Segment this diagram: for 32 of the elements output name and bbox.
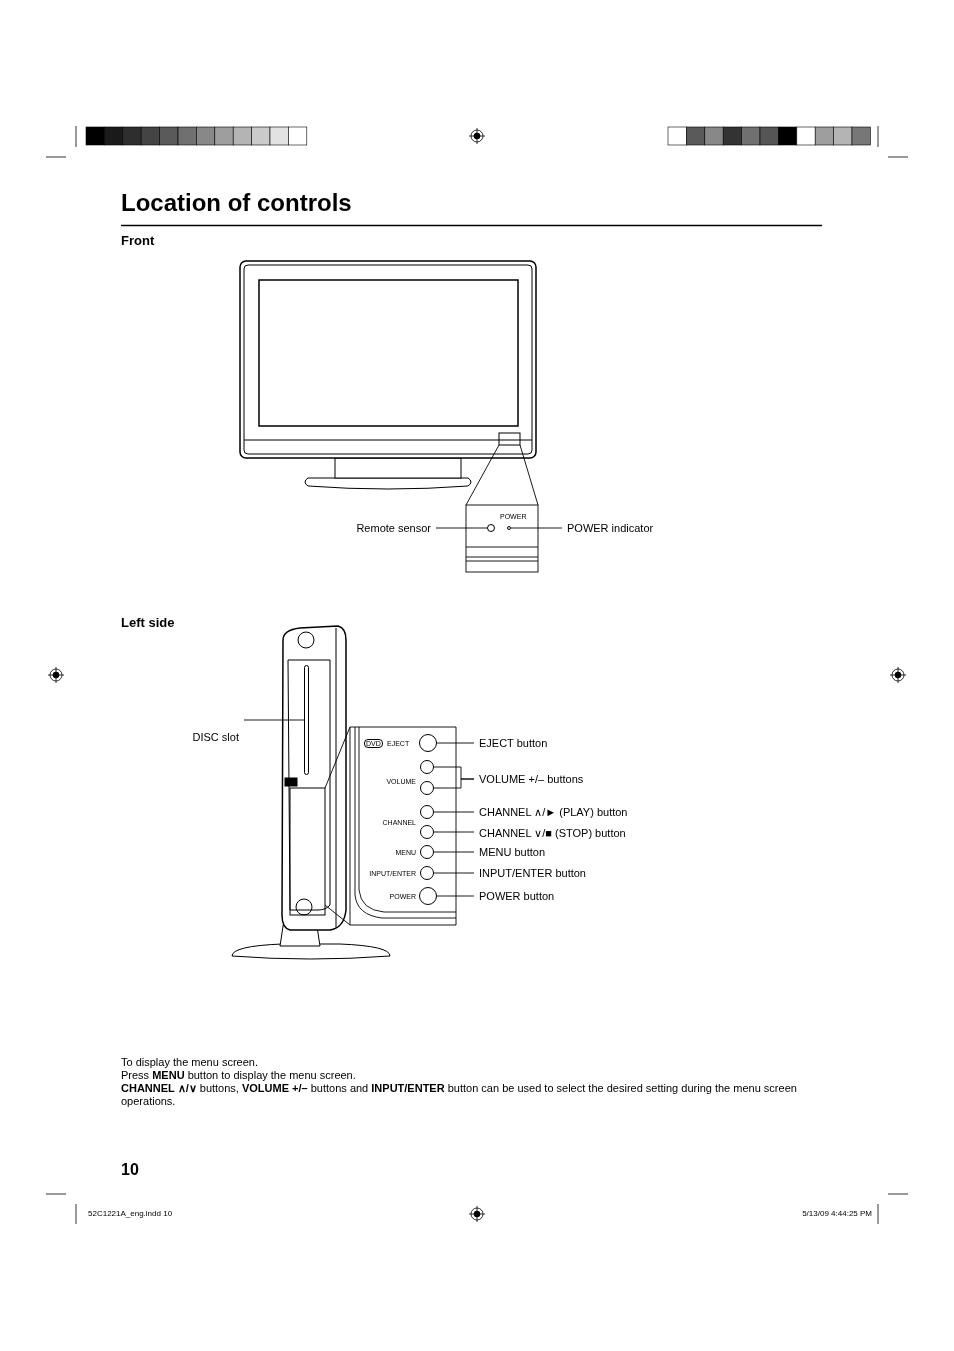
round-button (487, 524, 495, 532)
leader-line (435, 527, 488, 529)
leader-line (436, 742, 475, 744)
leader-line (436, 895, 475, 897)
callout-label: VOLUME +/– buttons (479, 772, 584, 786)
leader-line (433, 831, 475, 833)
note-text: Press MENU button to display the menu screen. (121, 1069, 356, 1082)
callout-label: DISC slot (192, 730, 239, 744)
callout-label: EJECT button (479, 736, 548, 750)
leader-line (433, 872, 475, 874)
leader-line (433, 778, 475, 789)
section-heading: Left side (121, 614, 175, 632)
callout-label: Remote sensor (356, 521, 431, 535)
callout-label: INPUT/ENTER button (479, 866, 586, 880)
leader-line (433, 811, 475, 813)
leader-line (510, 527, 563, 529)
leader-line (433, 851, 475, 853)
callout-label: POWER button (479, 889, 555, 903)
leader-line (243, 719, 305, 721)
callout-label: MENU button (479, 845, 546, 859)
note-text: CHANNEL ∧/∨ buttons, VOLUME +/– buttons and INPUT/ENTER button can be used to select the desired setting during the menu screen operations. (121, 1082, 798, 1108)
page-title: Location of controls (121, 188, 352, 218)
section-heading: Front (121, 232, 155, 250)
print-date: 5/13/09 4:44:25 PM (801, 1208, 872, 1220)
callout-label: POWER indicator (567, 521, 654, 535)
note-text: To display the menu screen. (121, 1056, 258, 1069)
file-info: 52C1221A_eng.indd 10 (88, 1208, 173, 1220)
disc-slot (304, 665, 309, 775)
round-button (507, 526, 511, 530)
callout-label: CHANNEL ∨/■ (STOP) button (479, 826, 626, 840)
callout-label: CHANNEL ∧/► (PLAY) button (479, 805, 628, 819)
page-number: 10 (121, 1160, 139, 1180)
